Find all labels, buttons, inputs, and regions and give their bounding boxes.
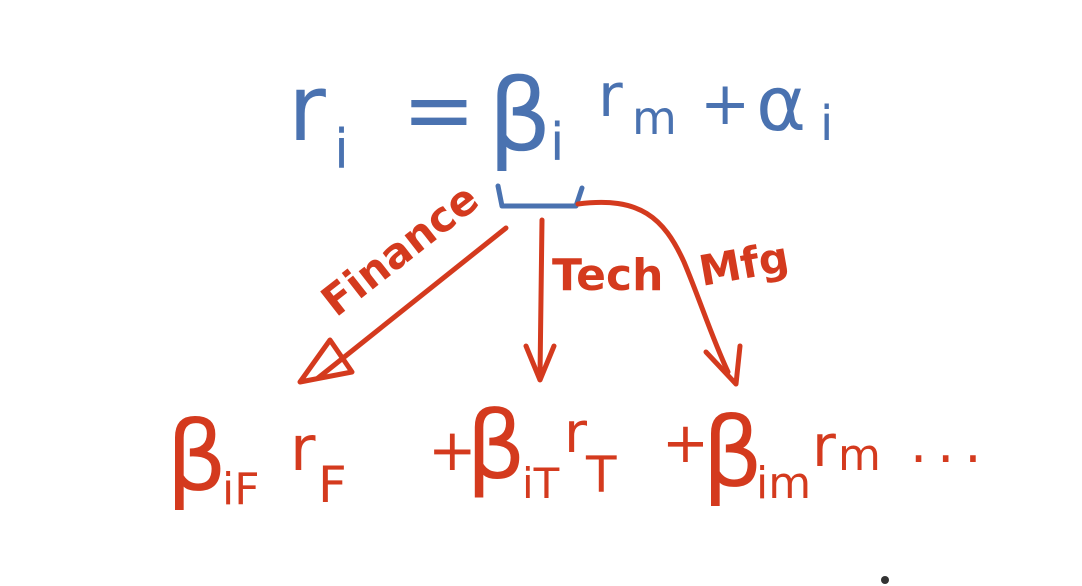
term3-beta-sub: im bbox=[756, 458, 811, 509]
alpha-symbol: α bbox=[756, 59, 806, 148]
term2-r-sub: T bbox=[585, 446, 617, 504]
mfg-arrow bbox=[575, 199, 731, 375]
market-r: r bbox=[598, 61, 623, 131]
term2-beta: β bbox=[466, 392, 526, 501]
branch-label-tech: Tech bbox=[552, 250, 663, 301]
plus-2: + bbox=[662, 411, 709, 476]
branch-labels: Finance Tech Mfg bbox=[312, 174, 793, 326]
pen-mark bbox=[881, 576, 889, 584]
decomposition-row: β iF r F + β iT r T + β im r m ... bbox=[166, 392, 992, 515]
term3-beta: β bbox=[702, 397, 763, 509]
term3-r-sub: m bbox=[838, 430, 881, 481]
term3-r: r bbox=[812, 412, 836, 480]
term2-r: r bbox=[564, 401, 588, 466]
tech-arrowhead bbox=[523, 343, 557, 383]
tech-arrow bbox=[537, 217, 545, 379]
branch-label-mfg: Mfg bbox=[695, 232, 792, 296]
beta-subscript: i bbox=[550, 113, 564, 173]
finance-arrow bbox=[315, 225, 509, 381]
beta-symbol: β bbox=[488, 57, 552, 174]
top-equation: r i = β i r m + α i bbox=[288, 55, 833, 181]
branch-arrows bbox=[297, 199, 743, 387]
mfg-arrowhead bbox=[703, 343, 743, 387]
finance-arrowhead bbox=[297, 337, 355, 385]
ellipsis: ... bbox=[910, 412, 992, 475]
term1-beta-sub: iF bbox=[222, 464, 260, 515]
beta-underbrace bbox=[495, 183, 585, 209]
term2-beta-sub: iT bbox=[522, 459, 560, 508]
alpha-subscript: i bbox=[820, 96, 833, 152]
plus-sign: + bbox=[700, 69, 750, 139]
plus-1: + bbox=[428, 416, 477, 484]
branch-label-finance: Finance bbox=[312, 174, 488, 326]
lhs-subscript: i bbox=[334, 118, 349, 181]
equals-sign: = bbox=[402, 58, 476, 161]
term1-r: r bbox=[290, 412, 316, 485]
term1-r-sub: F bbox=[318, 456, 347, 514]
term1-beta: β bbox=[166, 401, 227, 513]
market-subscript: m bbox=[632, 91, 677, 145]
lhs-r: r bbox=[288, 55, 326, 162]
